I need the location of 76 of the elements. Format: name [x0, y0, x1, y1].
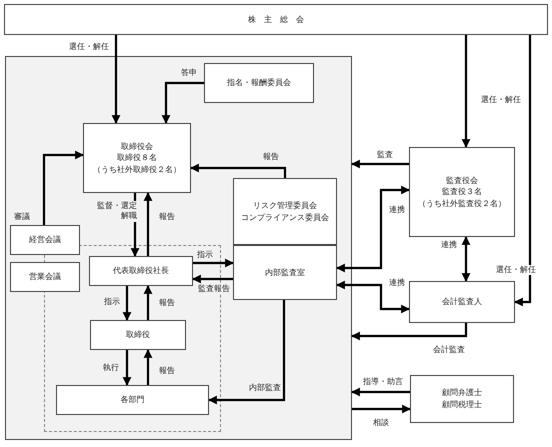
arrow [162, 82, 204, 124]
org-box [409, 281, 515, 323]
double-arrow [336, 280, 410, 314]
box-label: 経営会議 [29, 234, 61, 246]
box-label: 指名・報酬委員会 [227, 77, 291, 89]
arrow [352, 404, 411, 414]
edge-label: 執行 [102, 363, 120, 374]
edge-label: 選任・解任 [68, 42, 110, 52]
edge-label: 答申 [180, 68, 198, 78]
box-label: 株主総会 [248, 14, 312, 26]
arrow [190, 164, 286, 178]
edge-label: 選任・解任 [480, 95, 522, 106]
arrow [144, 192, 152, 256]
arrow [42, 150, 84, 225]
org-box [10, 225, 80, 255]
box-label: 顧問税理士 [442, 399, 482, 411]
arrow [112, 35, 120, 124]
box-label: 取締役８名 [117, 152, 157, 164]
arrow [122, 286, 132, 321]
org-box [90, 320, 186, 350]
edge-label: 相談 [372, 418, 390, 428]
box-label: 各部門 [120, 394, 144, 406]
box-label: 内部監査室 [265, 266, 305, 278]
box-label: （うち社外監査役２名） [418, 198, 506, 210]
arrow [514, 35, 532, 306]
box-label: 監査役会 [446, 174, 478, 186]
edge-label: 報告 [158, 366, 176, 376]
edge-label: 監査報告 [197, 284, 231, 294]
edge-label: 審議 [13, 212, 31, 222]
arrow [122, 350, 132, 386]
org-box [233, 245, 337, 300]
box-label: （うち社外取締役２名） [93, 164, 181, 176]
org-box [10, 262, 80, 292]
edge-label: 内部監査 [248, 383, 282, 394]
arrow [351, 388, 410, 396]
arrow [144, 285, 152, 320]
box-label: コンプライアンス委員会 [241, 212, 329, 224]
edge-label: 報告 [158, 298, 176, 308]
box-label: 取締役 [126, 329, 150, 341]
org-box [4, 4, 548, 35]
org-box [410, 375, 514, 423]
edge-label: 選任・解任 [495, 265, 537, 276]
arrow [144, 349, 152, 385]
org-box [409, 147, 515, 237]
box-label: 代表取締役社長 [113, 265, 169, 277]
arrow [351, 160, 409, 168]
org-box [83, 123, 191, 193]
double-arrow [462, 236, 470, 282]
dashed-frame [44, 245, 221, 432]
box-label: 顧問弁護士 [442, 387, 482, 399]
double-arrow [336, 186, 410, 272]
org-box [233, 178, 337, 245]
org-box [56, 385, 209, 415]
arrow [208, 300, 286, 404]
arrow [192, 274, 233, 284]
edge-label: 指示 [103, 297, 121, 308]
box-label: 監査役３名 [442, 186, 482, 198]
box-label: リスク管理委員会 [253, 200, 317, 212]
edge-label: 報告 [158, 212, 176, 222]
arrow [193, 258, 234, 268]
edge-label: 連携 [388, 278, 406, 288]
edge-label: 連携 [440, 240, 458, 250]
box-label: 取締役会 [121, 140, 153, 152]
edge-label: 指導・助言 [362, 377, 404, 388]
edge-label: 会計監査 [432, 345, 466, 356]
shaded-panel [5, 56, 352, 440]
edge-label: 報告 [262, 152, 280, 162]
org-box [89, 256, 193, 286]
arrow [351, 323, 468, 340]
edge-label: 指示 [196, 250, 214, 260]
arrow [462, 35, 470, 148]
org-box [204, 63, 314, 103]
edge-label: 連携 [388, 205, 406, 216]
edge-label: 監査 [376, 150, 394, 160]
box-label: 営業会議 [29, 271, 61, 283]
box-label: 会計監査人 [442, 296, 482, 308]
